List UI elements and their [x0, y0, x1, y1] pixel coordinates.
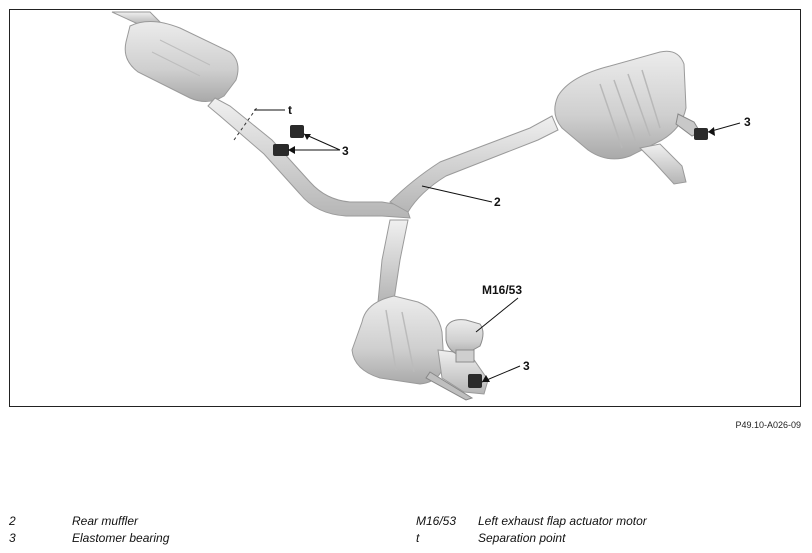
legend-code: 2 — [9, 514, 16, 528]
legend-text: Rear muffler — [72, 514, 139, 528]
right-rear-muffler — [554, 50, 708, 185]
callout-3-right: 3 — [744, 115, 751, 129]
exhaust-system-drawing: t 3 2 3 M16/53 3 — [111, 11, 751, 401]
callout-m16-53: M16/53 — [482, 283, 522, 297]
legend-code: M16/53 — [416, 514, 457, 528]
right-branch-pipe — [389, 115, 559, 213]
center-pipe-left — [207, 97, 411, 219]
flap-actuator-motor — [445, 319, 484, 363]
bearing-lower-left — [273, 144, 289, 156]
diagram-frame: t 3 2 3 M16/53 3 — [9, 9, 801, 407]
front-pipe-section — [111, 11, 411, 219]
elastomer-bearings-left — [273, 125, 304, 156]
leader-3a-upper — [303, 133, 341, 151]
callout-2: 2 — [494, 195, 501, 209]
legend-code: t — [416, 531, 420, 545]
callout-3-bottom: 3 — [523, 359, 530, 373]
front-muffler — [124, 21, 239, 102]
leader-m16 — [475, 297, 519, 333]
legend-text: Separation point — [478, 531, 566, 545]
bearing-bottom — [468, 374, 482, 388]
right-tailpipe — [638, 143, 687, 185]
center-pipe-down — [377, 219, 409, 303]
legend-text: Left exhaust flap actuator motor — [478, 514, 647, 528]
leader-2 — [421, 185, 493, 203]
legend-text: Elastomer bearing — [72, 531, 170, 545]
callout-3-left: 3 — [342, 144, 349, 158]
arrowheads — [288, 127, 715, 382]
separation-line — [233, 105, 259, 141]
left-rear-muffler — [351, 295, 489, 401]
legend-code: 3 — [9, 531, 16, 545]
bearing-right — [694, 128, 708, 140]
bearing-upper-left — [290, 125, 304, 138]
figure-id: P49.10-A026-09 — [735, 420, 801, 430]
callout-t: t — [288, 103, 292, 117]
